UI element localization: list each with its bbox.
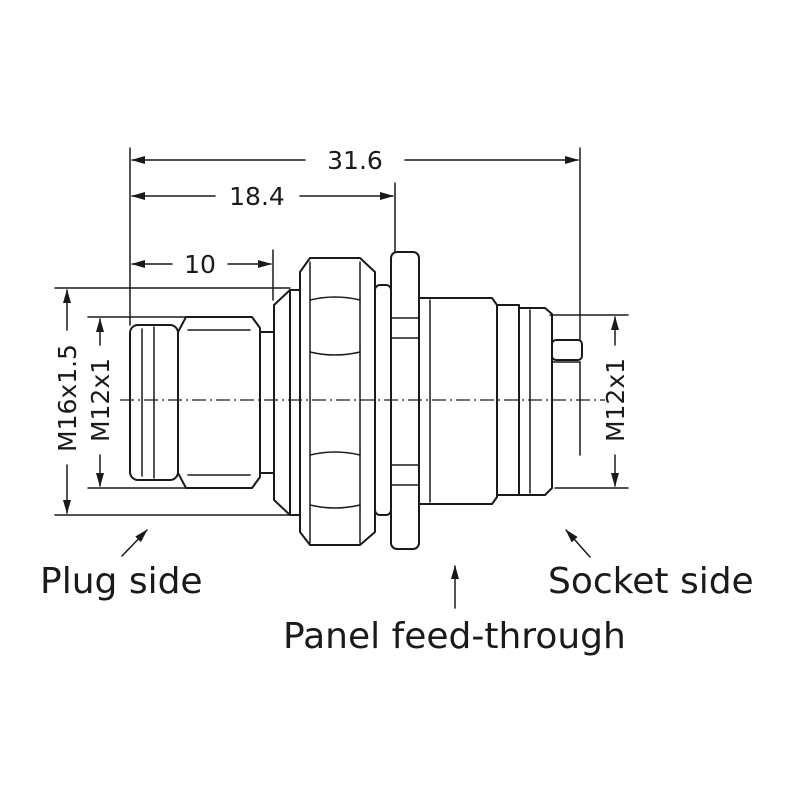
panel-feed-through-label: Panel feed-through [283, 616, 626, 657]
dim-plug-length: 10 [184, 250, 216, 279]
dim-plug-thread-inner: M12x1 [86, 358, 115, 442]
callout-arrows [121, 529, 591, 609]
dim-overall-length: 31.6 [327, 146, 383, 175]
connector-body [129, 251, 583, 550]
plug-side-label: Plug side [40, 561, 203, 602]
dim-plug-thread-outer: M16x1.5 [53, 344, 82, 452]
dim-panel-offset: 18.4 [229, 182, 285, 211]
socket-side-label: Socket side [548, 561, 754, 602]
dim-socket-thread: M12x1 [601, 358, 630, 442]
dimension-lines [54, 147, 629, 516]
